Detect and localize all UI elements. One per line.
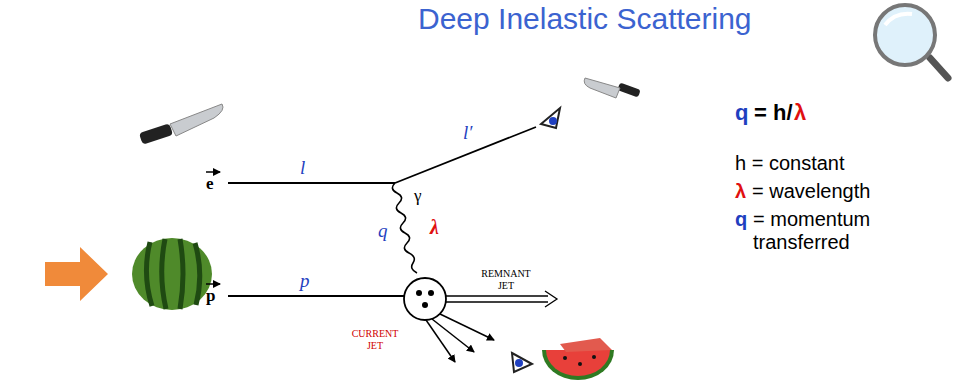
momentum-label: l [300,157,305,179]
knife-icon [139,104,223,145]
electron-line [228,182,395,184]
momentum-label: l′ [463,122,472,144]
jet-label: CURRENT JET [345,328,405,351]
formula-term: = h/ [754,100,793,125]
jet-label: REMNANT JET [476,268,536,291]
diagram-title: Deep Inelastic Scattering [418,2,752,37]
legend-text: q [735,208,747,231]
watermelon-icon [132,238,212,310]
particle-label: p [206,286,215,306]
legend-text: h = constant [735,152,845,175]
formula-term: q [735,100,748,125]
eye-icon [541,108,560,128]
knife-icon [584,78,641,98]
photon-line [392,183,417,273]
wavelength-label: λ [430,216,439,239]
pointer-arrow [45,247,108,301]
formula-term: λ [794,100,806,125]
photon-label: γ [414,186,422,206]
proton-blob [404,278,446,320]
momentum-label: p [300,270,310,292]
proton-line [228,295,404,297]
legend-text: λ [735,180,746,203]
legend-text: = wavelength [752,180,870,203]
magnifier-icon [875,5,948,78]
eye-icon [512,353,532,372]
momentum-label: q [378,220,388,242]
particle-label: e [206,174,214,194]
legend-text: = momentum transferred [753,208,903,254]
watermelon-slice-icon [542,338,614,380]
